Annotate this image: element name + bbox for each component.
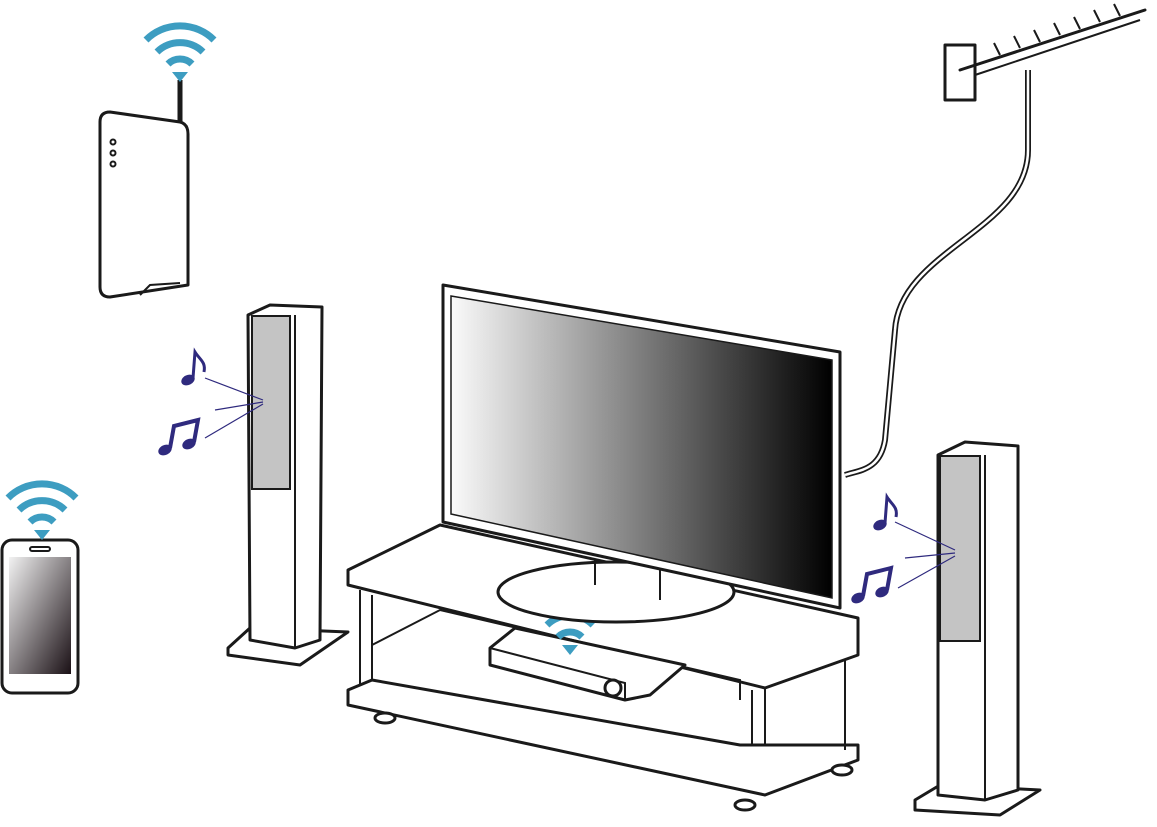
router [98,26,214,299]
wifi-icon [146,26,214,82]
left-speaker [154,303,350,667]
beamed-notes-icon [154,418,200,460]
roof-antenna [844,3,1147,478]
tv-screen [450,295,833,599]
beamed-notes-icon [847,566,893,608]
av-receiver [488,599,687,702]
music-note-icon [870,495,898,534]
smartphone [0,484,80,695]
wifi-icon [8,484,76,540]
music-note-icon [178,350,206,389]
tv [441,283,842,624]
right-speaker [847,440,1042,817]
